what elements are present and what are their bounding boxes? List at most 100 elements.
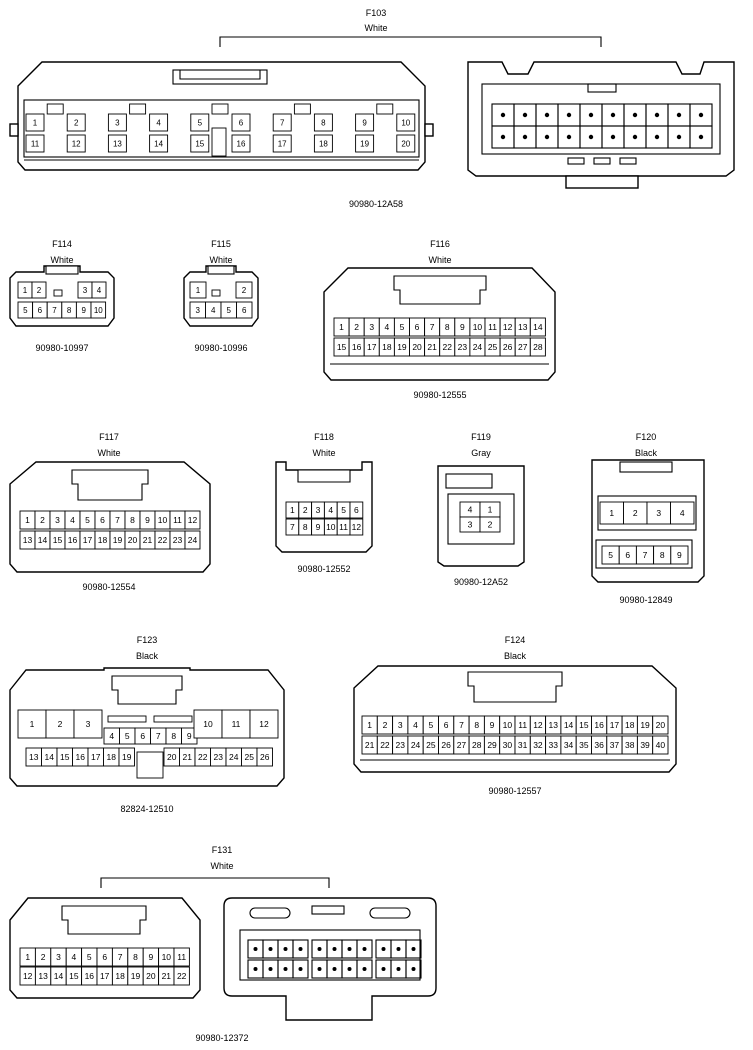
cavity-key xyxy=(129,103,147,115)
f103-terminal-grid xyxy=(491,103,713,149)
pin-number: 13 xyxy=(113,139,122,148)
pin-number: 20 xyxy=(412,342,422,352)
pin-cavity xyxy=(107,134,127,153)
f117-color: White xyxy=(97,448,120,458)
pin-number: 4 xyxy=(413,720,418,730)
terminal-dot xyxy=(332,947,337,951)
terminal-dot xyxy=(347,947,352,951)
pin-number: 12 xyxy=(72,139,81,148)
pin-cavity xyxy=(221,709,251,739)
pin-cavity xyxy=(25,134,45,153)
pin-number: 2 xyxy=(37,286,42,295)
pin-number: 4 xyxy=(70,515,75,525)
terminal-dot xyxy=(283,967,288,971)
pin-cavity xyxy=(231,113,251,132)
pin-number: 22 xyxy=(158,535,168,545)
pin-number: 8 xyxy=(445,322,450,332)
pin-number: 8 xyxy=(171,731,176,741)
terminal-dot xyxy=(298,947,303,951)
pin-cavity xyxy=(349,518,364,536)
pin-number: 11 xyxy=(518,720,527,730)
pin-number: 4 xyxy=(97,286,102,295)
pin-number: 9 xyxy=(149,952,154,962)
pin-number: 17 xyxy=(100,971,110,981)
pin-number: 12 xyxy=(23,971,33,981)
f103-housing-back xyxy=(467,61,735,177)
pin-cavity xyxy=(652,735,669,755)
pin-number: 28 xyxy=(533,342,543,352)
pin-number: 40 xyxy=(656,740,666,750)
pin-number: 3 xyxy=(369,322,374,332)
pin-number: 11 xyxy=(232,719,241,729)
pin-number: 5 xyxy=(198,118,203,127)
pin-number: 16 xyxy=(237,139,246,148)
f124-name: F124 xyxy=(505,635,526,645)
pin-number: 19 xyxy=(131,971,141,981)
pin-number: 17 xyxy=(610,720,620,730)
pin-cavity xyxy=(173,947,190,967)
pin-number: 18 xyxy=(382,342,392,352)
pin-number: 10 xyxy=(326,522,336,532)
pin-number: 21 xyxy=(162,971,172,981)
pin-number: 1 xyxy=(367,720,372,730)
pin-number: 24 xyxy=(229,752,239,762)
pin-number: 39 xyxy=(640,740,650,750)
pin-cavity xyxy=(149,134,169,153)
terminal-dot xyxy=(632,134,638,140)
pin-number: 15 xyxy=(60,752,70,762)
f116-color: White xyxy=(428,255,451,265)
f103-side-tab-right xyxy=(424,123,434,137)
pin-cavity xyxy=(529,337,546,357)
f118-name: F118 xyxy=(314,432,334,442)
pin-number: 2 xyxy=(242,286,247,295)
cavity-frame xyxy=(597,495,697,531)
cavity-key xyxy=(293,103,311,115)
pin-number: 25 xyxy=(245,752,255,762)
pin-number: 9 xyxy=(145,515,150,525)
f120-part: 90980-12849 xyxy=(619,595,672,605)
f131-name: F131 xyxy=(212,845,233,855)
pin-cavity xyxy=(17,709,47,739)
pin-number: 2 xyxy=(354,322,359,332)
pin-number: 20 xyxy=(167,752,177,762)
terminal-dot xyxy=(253,967,258,971)
pin-number: 16 xyxy=(352,342,362,352)
pin-number: 18 xyxy=(625,720,635,730)
pin-number: 11 xyxy=(31,139,40,148)
pin-number: 1 xyxy=(488,505,493,515)
pin-number: 31 xyxy=(518,740,528,750)
pin-number: 29 xyxy=(487,740,497,750)
pin-cavity xyxy=(45,709,75,739)
terminal-dot xyxy=(566,112,572,118)
pin-number: 18 xyxy=(98,535,108,545)
pin-number: 10 xyxy=(203,719,213,729)
pin-number: 7 xyxy=(52,306,57,315)
f131-back-frame xyxy=(239,929,421,981)
pin-cavity xyxy=(313,113,333,132)
terminal-cell xyxy=(405,959,422,979)
pin-number: 18 xyxy=(115,971,125,981)
f119-lock xyxy=(445,473,493,489)
pin-number: 14 xyxy=(38,535,48,545)
pin-number: 9 xyxy=(460,322,465,332)
pin-number: 10 xyxy=(162,952,172,962)
pin-number: 25 xyxy=(426,740,436,750)
pin-cavity xyxy=(107,113,127,132)
pin-cavity xyxy=(184,510,201,530)
pin-number: 23 xyxy=(458,342,468,352)
pin-number: 20 xyxy=(401,139,410,148)
pin-number: 9 xyxy=(677,550,682,560)
terminal-dot xyxy=(522,112,528,118)
pin-number: 13 xyxy=(518,322,528,332)
pin-number: 5 xyxy=(125,731,130,741)
